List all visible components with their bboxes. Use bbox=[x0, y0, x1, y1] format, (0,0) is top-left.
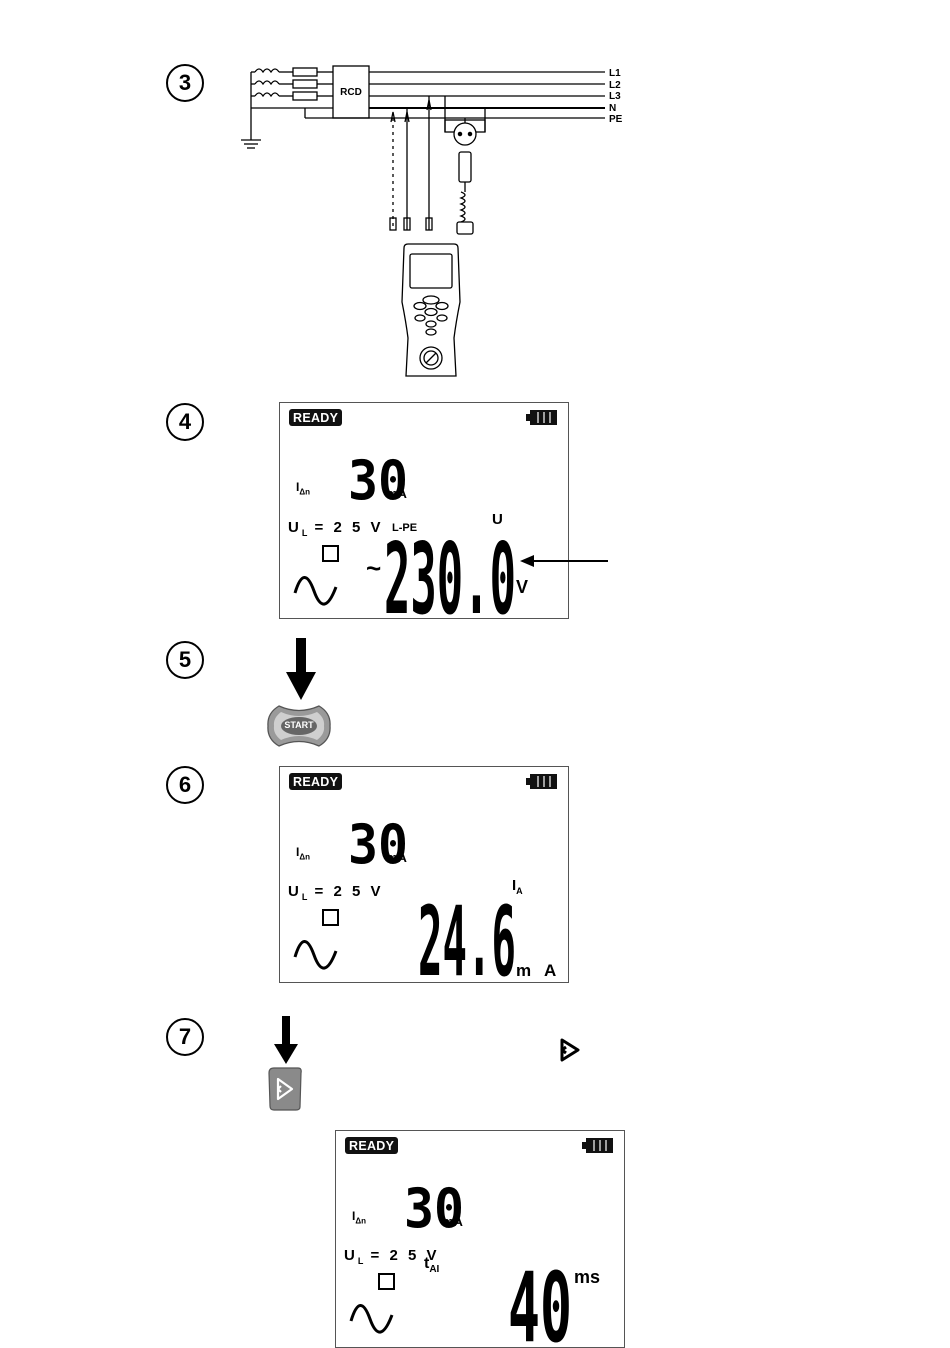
socket bbox=[454, 123, 476, 145]
step-number-text: 6 bbox=[179, 772, 191, 798]
reading-label: tAI bbox=[424, 1255, 439, 1275]
idn-label: IΔn bbox=[352, 1209, 366, 1225]
step-number-text: 3 bbox=[179, 70, 191, 96]
idn-unit: mA bbox=[386, 486, 407, 501]
step-number-4: 4 bbox=[166, 403, 204, 441]
play-arrow-icon bbox=[558, 1037, 582, 1063]
reading-label-sub: AI bbox=[429, 1264, 439, 1275]
line-label-l3: L3 bbox=[609, 91, 621, 102]
line-label-n: N bbox=[609, 103, 616, 114]
lcd-screen-current: READY IΔn 30 mA UL = 2 5 V IA 24.6 m A bbox=[279, 766, 569, 983]
start-button-label: START bbox=[267, 720, 331, 730]
sine-wave-icon bbox=[348, 1297, 396, 1341]
ready-badge: READY bbox=[345, 1137, 398, 1154]
ready-badge: READY bbox=[289, 409, 342, 426]
pointer-arrow-icon bbox=[520, 553, 610, 569]
ul-sub: L bbox=[358, 1256, 364, 1266]
ul-value: = 2 5 V bbox=[315, 883, 384, 900]
line-label-pe: PE bbox=[609, 114, 623, 125]
lcd-screen-time: READY IΔn 30 mA UL = 2 5 V tAI 40 ms bbox=[335, 1130, 625, 1348]
reading-unit-prefix: m bbox=[516, 961, 531, 981]
ul-main: U bbox=[344, 1247, 358, 1264]
step-number-6: 6 bbox=[166, 766, 204, 804]
reading-value-display: 40 bbox=[508, 1259, 574, 1345]
transformer-coils bbox=[255, 69, 279, 96]
step-number-text: 4 bbox=[179, 409, 191, 435]
ul-label: UL = 2 5 V bbox=[288, 519, 383, 538]
idn-unit: mA bbox=[442, 1214, 463, 1229]
ul-main: U bbox=[288, 519, 302, 536]
mode-square-icon bbox=[378, 1273, 395, 1290]
reading-unit: V bbox=[516, 577, 528, 598]
step-number-text: 5 bbox=[179, 647, 191, 673]
ul-sub: L bbox=[302, 892, 308, 902]
step-number-5: 5 bbox=[166, 641, 204, 679]
start-button[interactable]: START bbox=[267, 703, 331, 749]
step-number-3: 3 bbox=[166, 64, 204, 102]
wiring-diagram: RCD L1 L2 L3 N PE bbox=[235, 62, 635, 242]
reading-value: 230.0 bbox=[384, 531, 516, 617]
next-button[interactable] bbox=[268, 1067, 302, 1111]
idn-label: IΔn bbox=[296, 845, 310, 861]
idn-label: IΔn bbox=[296, 480, 310, 496]
battery-icon bbox=[526, 773, 558, 790]
reading-label: U bbox=[492, 511, 503, 528]
reading-value: 40 bbox=[508, 1259, 572, 1345]
reading-value-display: 230.0 bbox=[384, 531, 518, 617]
reading-unit: A bbox=[544, 961, 556, 981]
line-label-l2: L2 bbox=[609, 80, 621, 91]
down-arrow-icon bbox=[286, 638, 316, 702]
ul-label: UL = 2 5 V bbox=[288, 883, 383, 902]
sine-wave-icon bbox=[292, 569, 340, 613]
rcd-label: RCD bbox=[340, 87, 362, 98]
line-label-l1: L1 bbox=[609, 68, 621, 79]
battery-icon bbox=[582, 1137, 614, 1154]
lcd-screen-voltage: READY IΔn 30 mA UL = 2 5 V L-PE U ~ 230.… bbox=[279, 402, 569, 619]
ready-badge: READY bbox=[289, 773, 342, 790]
down-arrow-icon bbox=[274, 1016, 298, 1066]
mode-square-icon bbox=[322, 545, 339, 562]
sine-wave-icon bbox=[292, 933, 340, 977]
ul-main: U bbox=[288, 883, 302, 900]
idn-sub: Δn bbox=[299, 852, 310, 861]
mode-square-icon bbox=[322, 909, 339, 926]
step-number-text: 7 bbox=[179, 1024, 191, 1050]
battery-icon bbox=[526, 409, 558, 426]
reading-value-display: 24.6 bbox=[418, 895, 518, 979]
idn-unit: mA bbox=[386, 850, 407, 865]
ul-value: = 2 5 V bbox=[315, 519, 384, 536]
reading-value: 24.6 bbox=[418, 895, 516, 979]
ul-sub: L bbox=[302, 528, 308, 538]
idn-sub: Δn bbox=[355, 1216, 366, 1225]
reading-label: IA bbox=[512, 877, 523, 896]
meter-device-icon bbox=[398, 242, 464, 380]
step-number-7: 7 bbox=[166, 1018, 204, 1056]
ac-tilde: ~ bbox=[366, 553, 381, 584]
idn-sub: Δn bbox=[299, 487, 310, 496]
next-button-icon bbox=[268, 1067, 302, 1111]
reading-unit: ms bbox=[574, 1267, 600, 1288]
